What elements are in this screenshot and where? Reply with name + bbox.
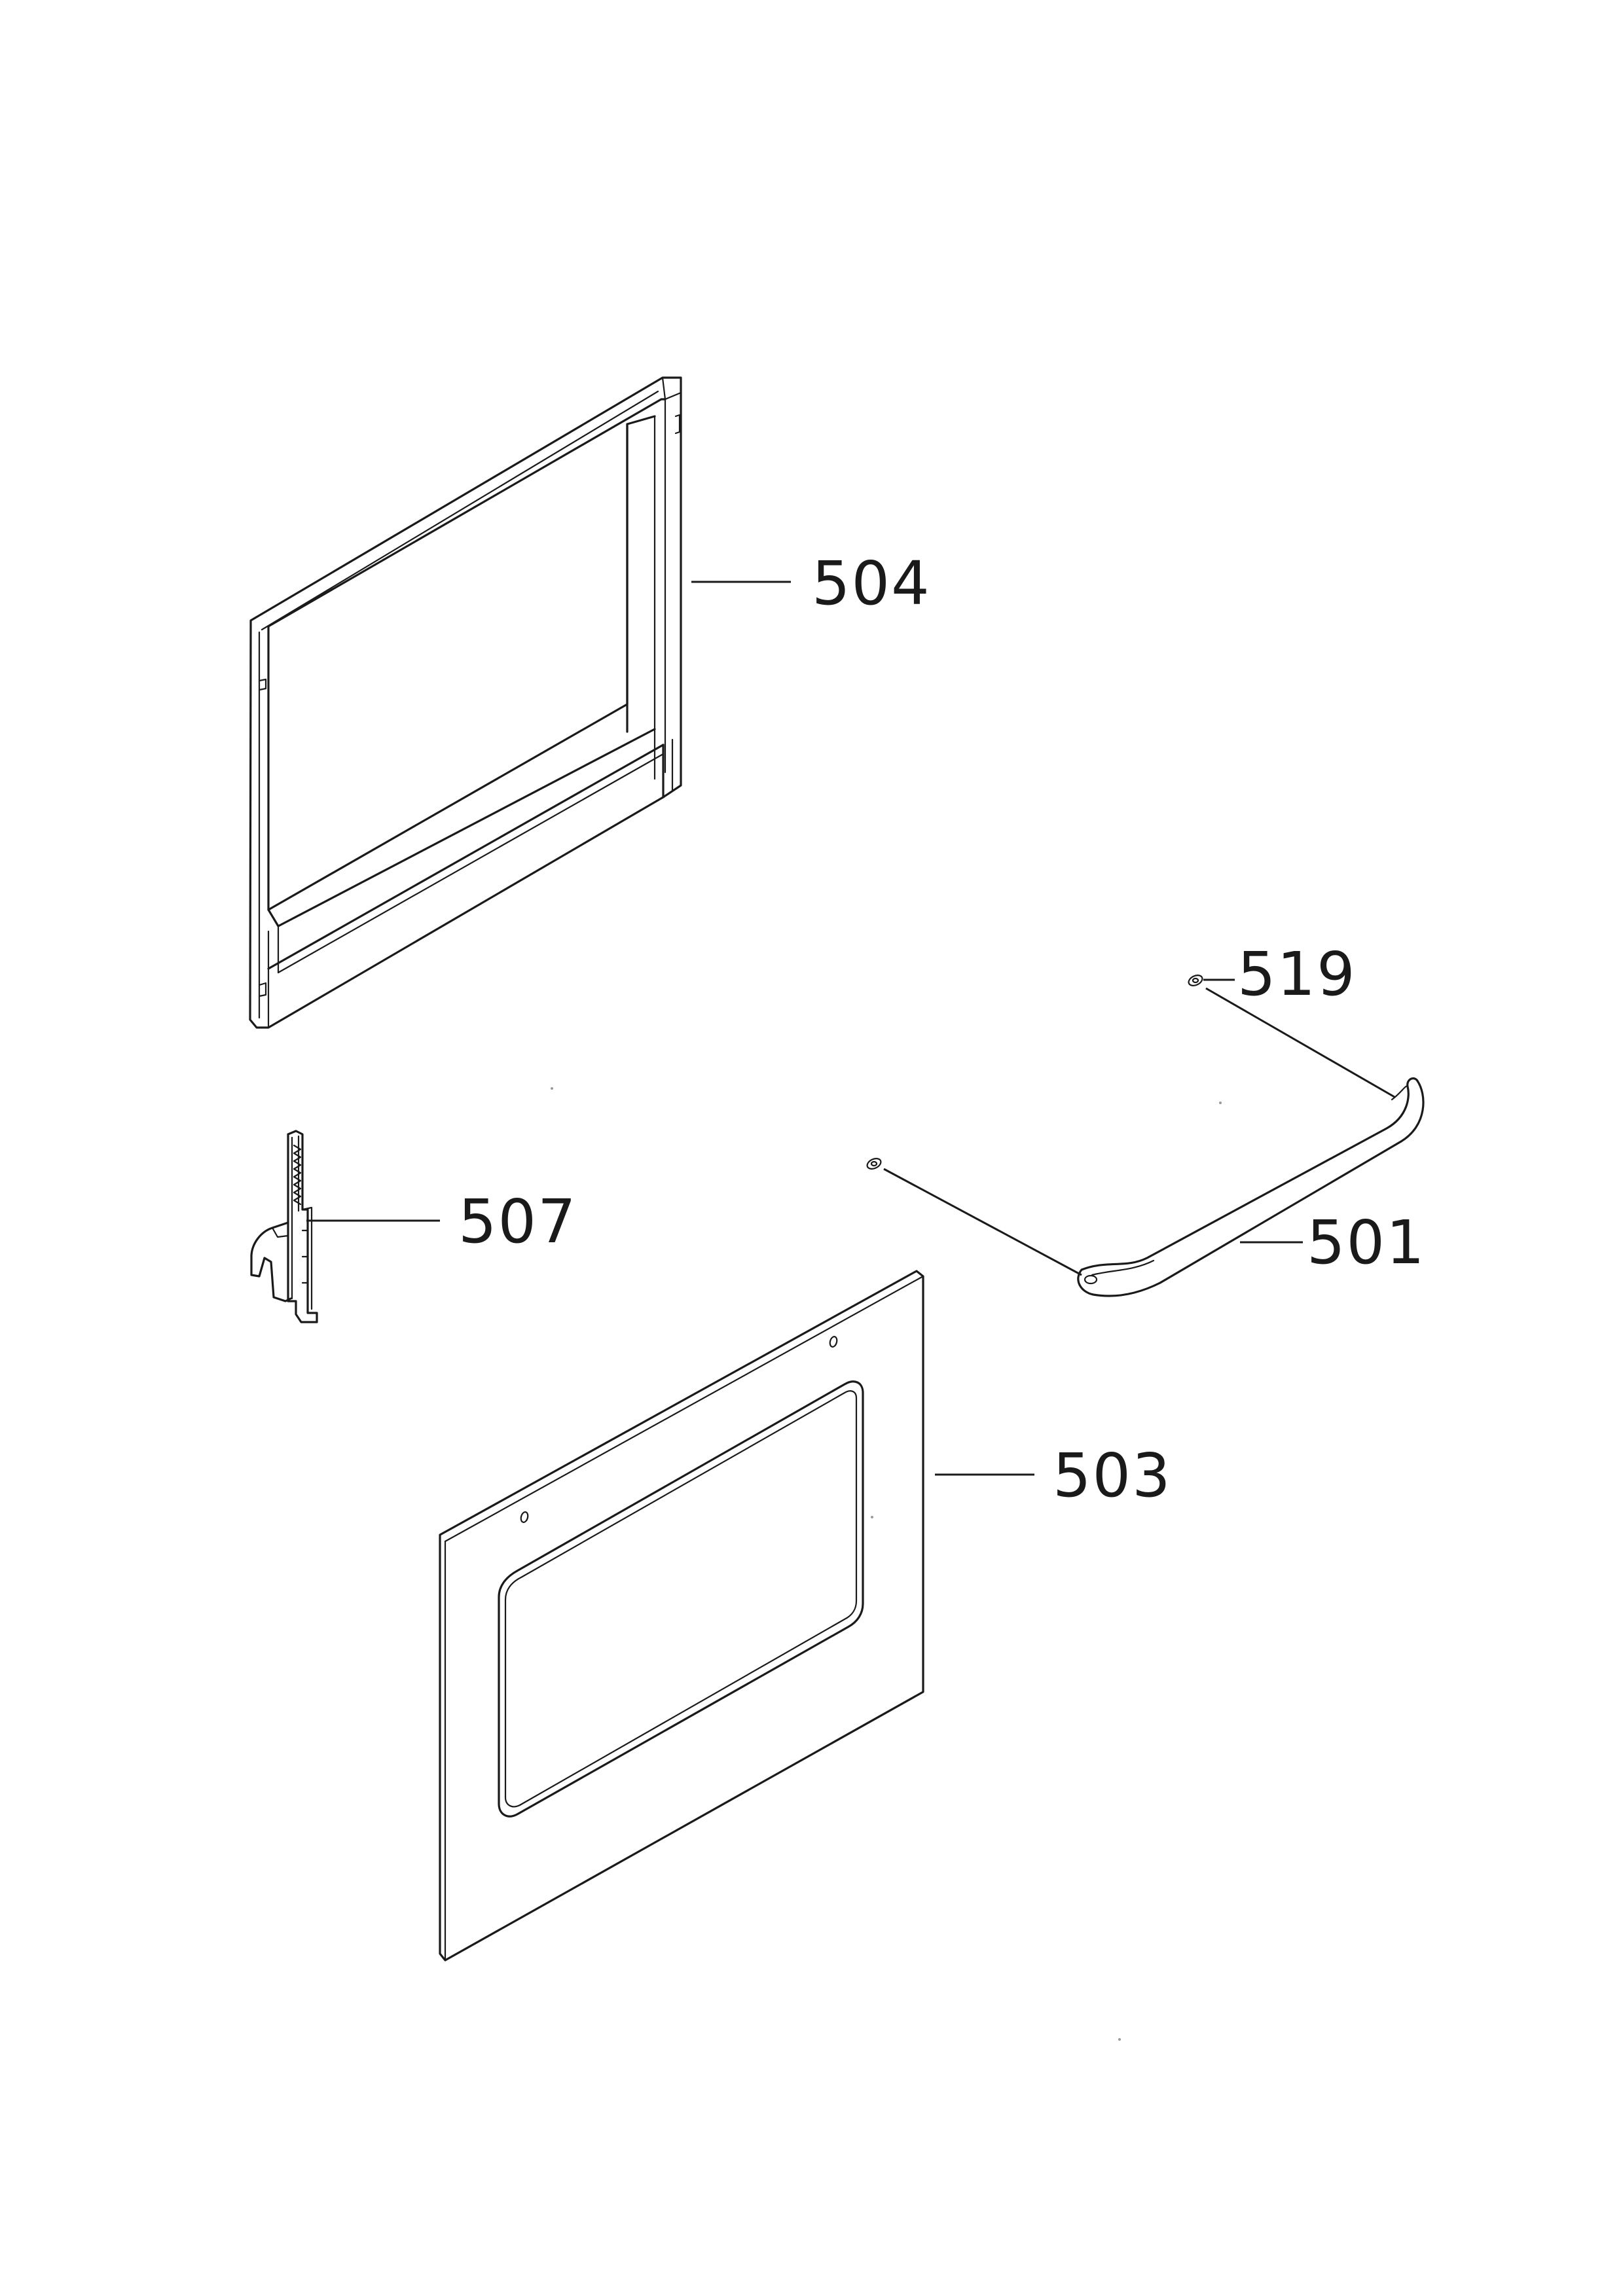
part-label-503: 503 <box>1053 1441 1172 1511</box>
part-label-501: 501 <box>1307 1208 1426 1278</box>
part-label-519: 519 <box>1237 939 1357 1009</box>
part-label-507: 507 <box>458 1187 577 1257</box>
part-501-handle[interactable] <box>883 987 1425 1297</box>
part-label-504: 504 <box>812 548 931 619</box>
part-503-glass-panel[interactable] <box>439 1270 924 1962</box>
part-507-hinge[interactable] <box>250 1130 318 1323</box>
part-519-end-cap[interactable] <box>866 973 1204 1171</box>
part-504-door-frame[interactable] <box>249 376 682 1029</box>
